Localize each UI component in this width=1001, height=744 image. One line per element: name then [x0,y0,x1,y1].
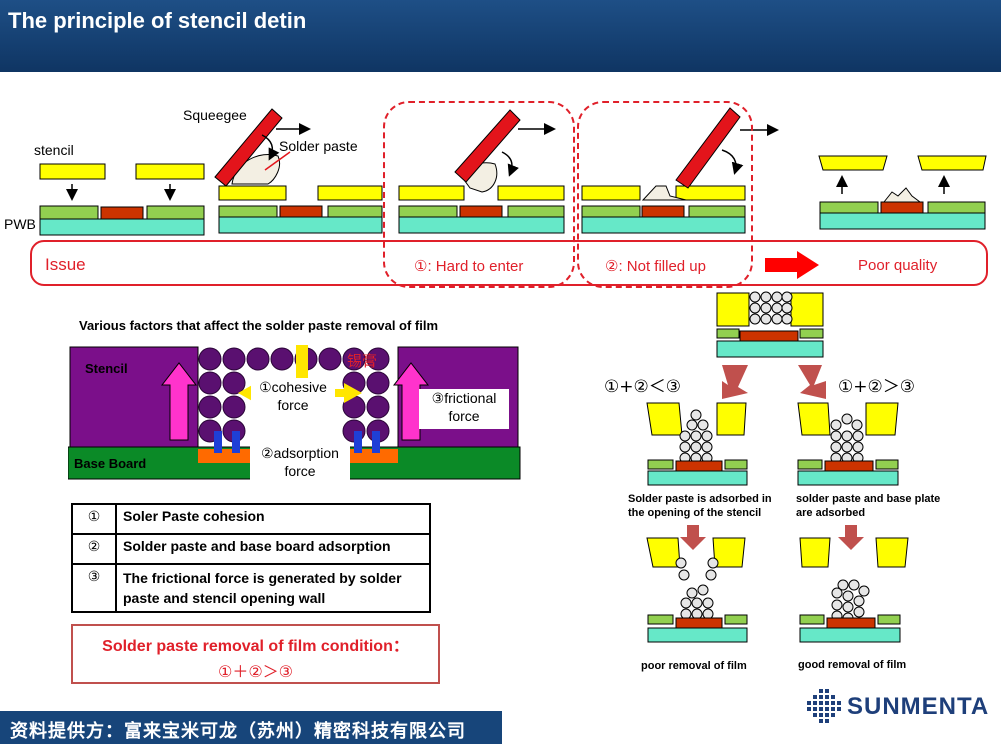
factor-number: ① [71,503,117,535]
factors-diagram [68,345,521,480]
factors-title: Various factors that affect the solder p… [79,318,439,333]
factor-text: Solder paste and base board adsorption [115,533,431,565]
factor-table: ① Soler Paste cohesion ② Solder paste an… [71,503,431,613]
footer-text: 资料提供方：富来宝米可龙（苏州）精密科技有限公司 [10,721,466,742]
left-result: poor removal of film [641,660,747,672]
page-title: The principle of stencil detin [8,8,307,33]
right-bottom-unit [799,537,909,643]
adsorption-force-label: ②adsorption force [250,444,350,482]
stencil-label: stencil [34,142,74,158]
comparison-diagram [646,291,909,643]
solder-paste-label: Solder paste [279,138,358,154]
stage-1 [39,163,205,236]
sunmenta-logo-icon [807,689,841,723]
hard-to-enter-highlight [383,101,575,288]
left-mid-unit [646,402,748,486]
squeegee-label: Squeegee [183,107,247,123]
condition-title: Solder paste removal of film condition： [102,638,409,655]
table-row: ③ The frictional force is generated by s… [71,563,431,613]
stage-4 [581,107,779,234]
table-row: ② Solder paste and base board adsorption [71,533,431,565]
left-caption: Solder paste is adsorbed in the opening … [628,493,772,519]
factor-text: Soler Paste cohesion [115,503,431,535]
factor-number: ③ [71,563,117,613]
issue-bar [30,240,988,286]
factor-text: The frictional force is generated by sol… [115,563,431,613]
factor-number: ② [71,533,117,565]
footer-bar: 资料提供方：富来宝米可龙（苏州）精密科技有限公司 [0,711,502,744]
header-bar: The principle of stencil detin [0,0,1001,72]
condition-box: Solder paste removal of film condition： … [71,624,440,684]
logo-text: SUNMENTA [847,693,990,720]
stage-5 [818,155,987,230]
process-diagram [39,107,987,236]
right-caption: solder paste and base plate are adsorbed [796,493,941,519]
condition-formula: ①＋②＞③ [217,662,294,681]
stage-2 [214,108,383,234]
cohesive-force-label: ①cohesive force [251,378,335,418]
hard-to-enter-label: ①: Hard to enter [414,258,524,275]
pwb-label: PWB [4,216,36,232]
not-filled-up-highlight [577,101,753,288]
tin-paste-label: 锡膏 [347,352,378,370]
table-row: ① Soler Paste cohesion [71,503,431,535]
frictional-force-label: ③frictional force [419,389,509,429]
top-stencil-unit [716,291,824,358]
stencil-text: Stencil [85,361,128,376]
issue-label: Issue [45,255,86,274]
right-mid-unit [797,402,899,486]
stage-3 [398,109,565,234]
left-bottom-unit [646,537,748,643]
poor-quality-label: Poor quality [858,257,938,274]
not-filled-up-label: ②: Not filled up [605,258,706,275]
solder-balls [198,347,390,443]
right-condition-label: ①+②＞③ [838,377,915,397]
right-result: good removal of film [798,659,907,671]
left-condition-label: ①+②＜③ [604,377,681,397]
poor-quality-arrow-icon [765,251,819,279]
base-board-text: Base Board [74,456,147,471]
